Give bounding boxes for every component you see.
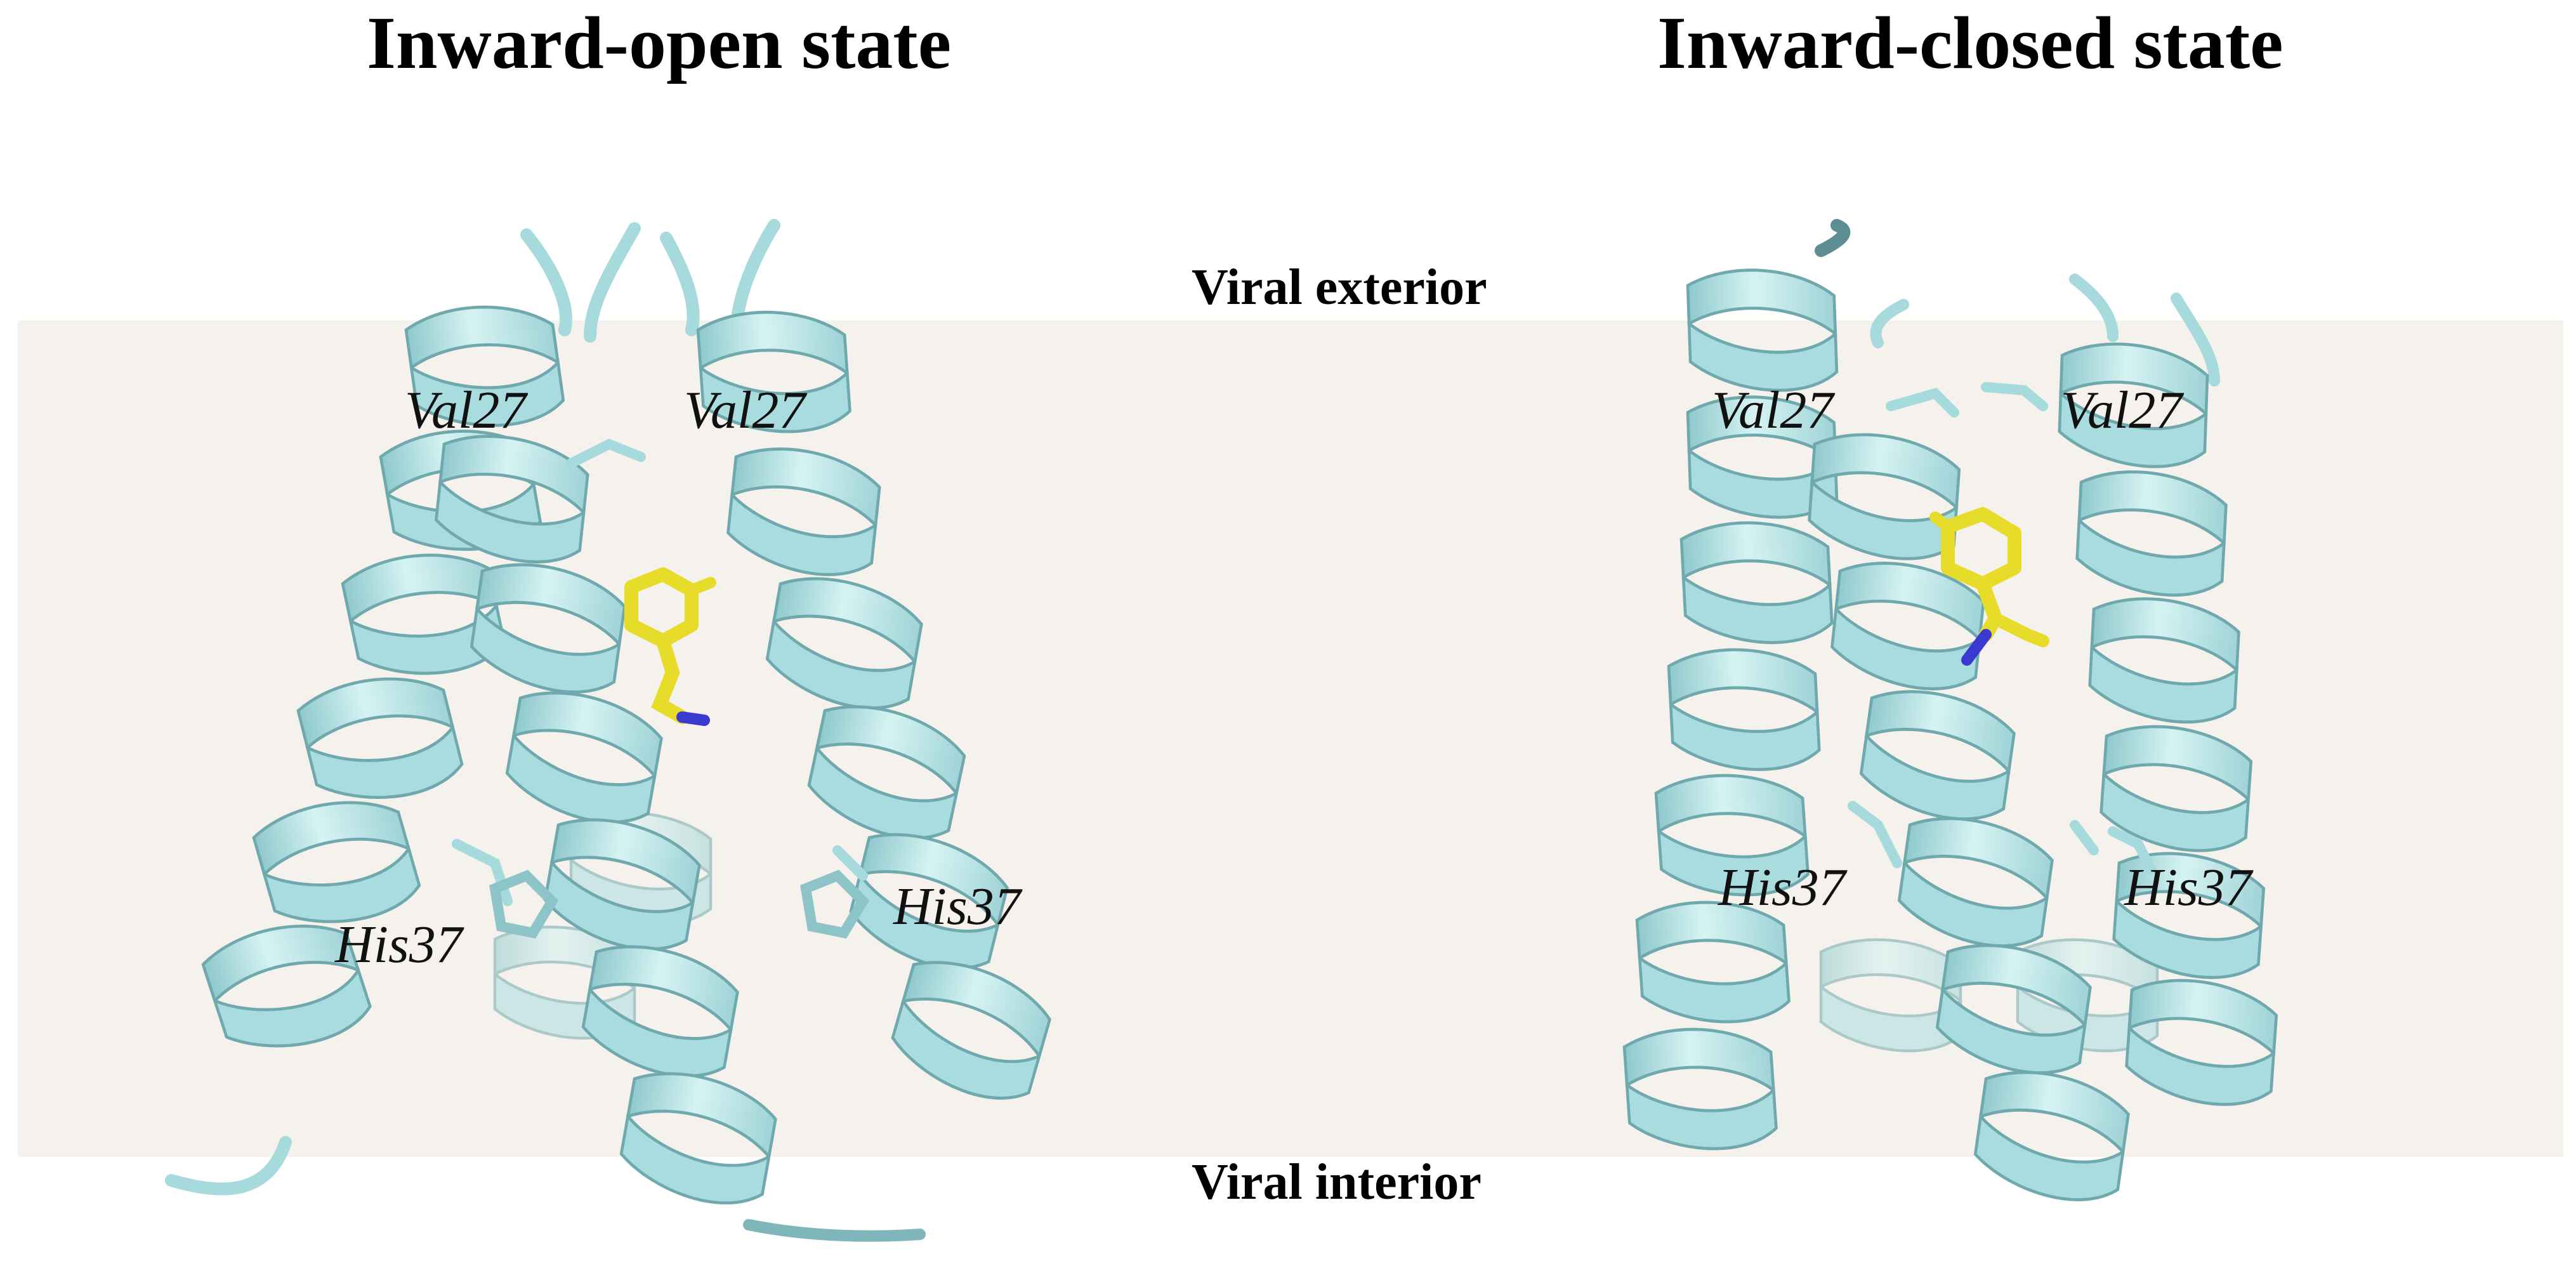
viral-exterior-label: Viral exterior [1192, 260, 1487, 315]
inward-open-bundle [165, 219, 1058, 1242]
viral-interior-label: Viral interior [1192, 1154, 1482, 1210]
residue-label-val27-left-a: Val27 [405, 381, 527, 440]
residue-label-val27-left-b: Val27 [684, 381, 806, 440]
residue-label-his37-right-a: His37 [1718, 858, 1846, 917]
title-inward-closed: Inward-closed state [1657, 1, 2284, 84]
ligand-right [1929, 507, 2049, 666]
residue-label-his37-right-b: His37 [2124, 858, 2252, 917]
ligand-left [624, 567, 716, 726]
title-inward-open: Inward-open state [367, 1, 952, 84]
residue-label-his37-left-b: His37 [893, 877, 1021, 936]
residue-label-val27-right-a: Val27 [1712, 381, 1834, 440]
residue-label-val27-right-b: Val27 [2061, 381, 2183, 440]
inward-closed-bundle [1624, 219, 2278, 1206]
residue-label-his37-left-a: His37 [335, 915, 463, 974]
